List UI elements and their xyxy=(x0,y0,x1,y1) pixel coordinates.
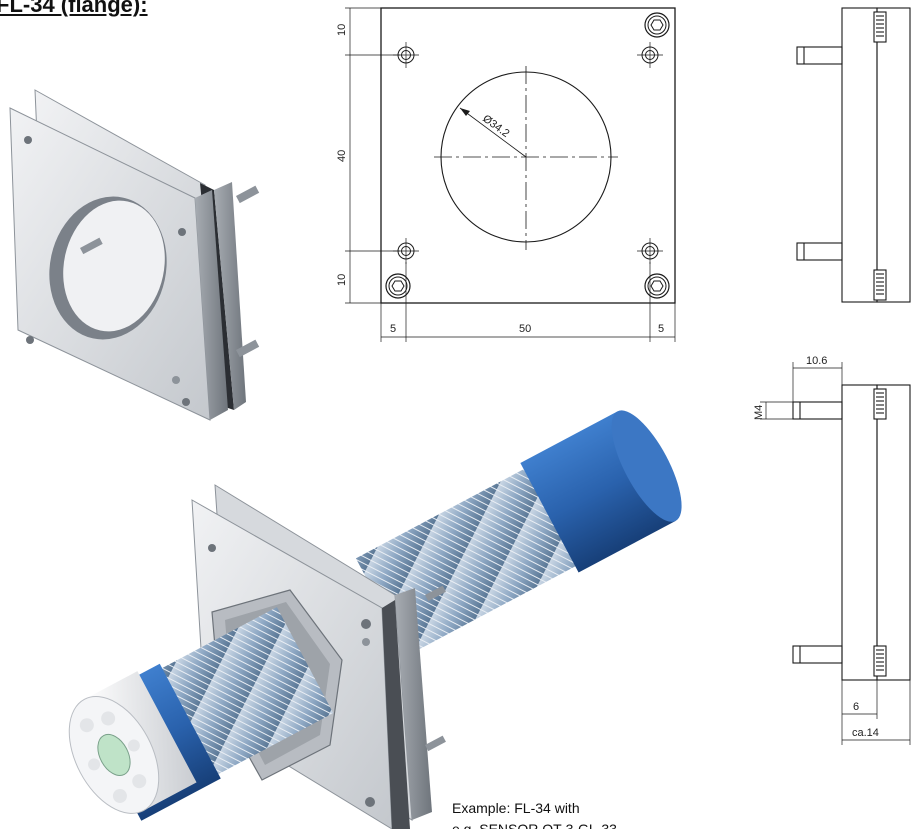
flange-isometric-view xyxy=(9,89,260,421)
dim-left-5: 5 xyxy=(390,323,396,335)
dim-bottom-10: 10 xyxy=(336,274,348,286)
dim-thread-m4: M4 xyxy=(753,405,765,420)
dim-top-10: 10 xyxy=(336,24,348,36)
sensor-assembly-illustration xyxy=(68,410,682,829)
dim-right-5: 5 xyxy=(658,323,664,335)
flange-side-view-bottom xyxy=(760,362,911,745)
page-title: FL-34 (flange): xyxy=(0,0,148,17)
flange-front-view xyxy=(345,7,676,342)
caption-line-2: e.g. SENSOR OT-3-GL-33 xyxy=(452,821,617,829)
dim-total-14: ca.14 xyxy=(852,727,879,739)
dim-width-50: 50 xyxy=(519,323,531,335)
dim-plate-6: 6 xyxy=(853,701,859,713)
caption-line-1: Example: FL-34 with xyxy=(452,800,580,816)
dim-middle-40: 40 xyxy=(336,150,348,162)
dim-bolt-length: 10.6 xyxy=(806,355,827,367)
flange-side-view-top xyxy=(796,7,911,303)
